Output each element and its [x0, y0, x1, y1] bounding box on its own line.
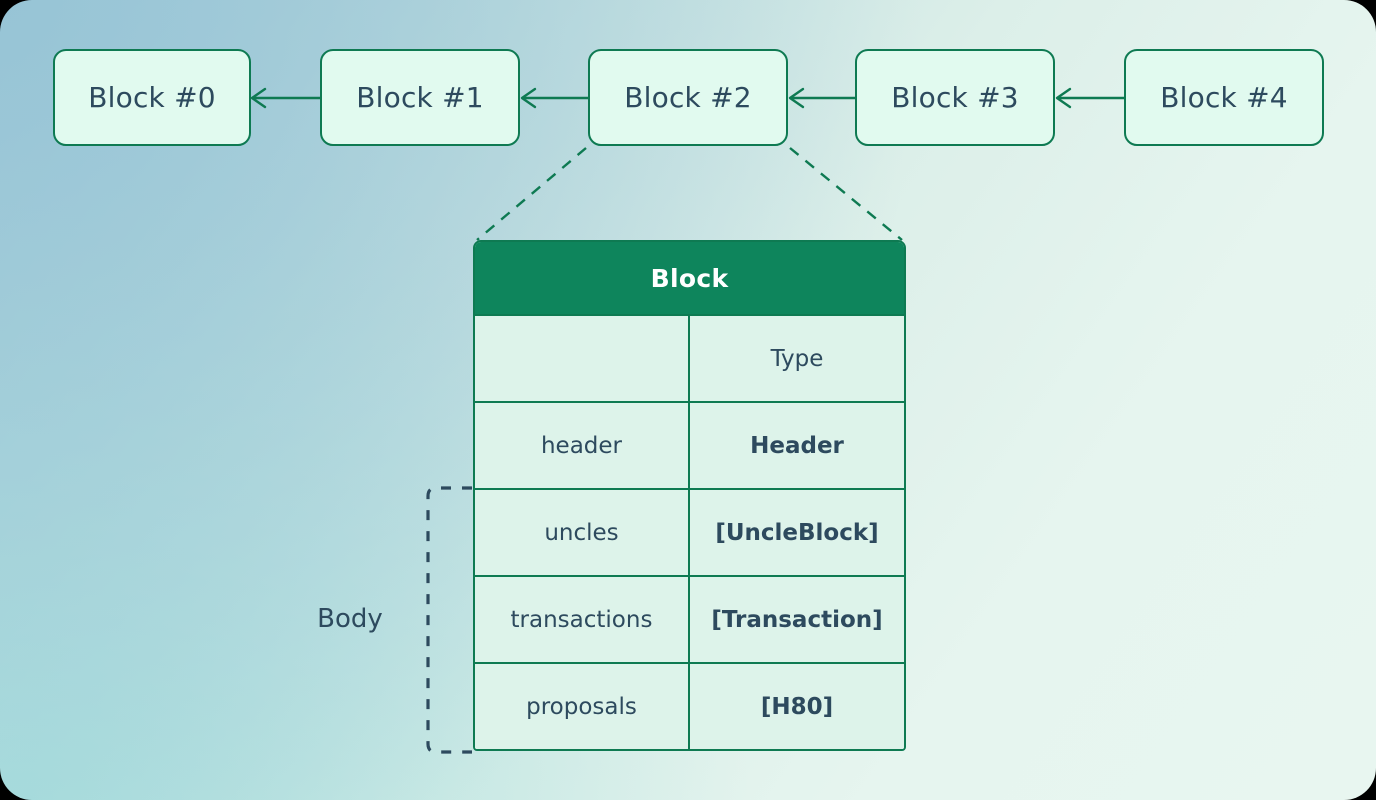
chain-block-4[interactable]: Block #4	[1124, 49, 1324, 146]
arrow-block4-to-block3	[1055, 87, 1124, 109]
arrow-block2-to-block1	[520, 87, 588, 109]
leader-line-left	[476, 147, 587, 241]
chain-block-label: Block #1	[356, 81, 484, 114]
chain-block-1[interactable]: Block #1	[320, 49, 520, 146]
body-bracket	[426, 486, 472, 754]
field-type-header-cell: Type	[690, 316, 904, 401]
struct-table-title: Block	[475, 242, 904, 314]
field-name-cell: transactions	[475, 577, 690, 662]
table-row: header Header	[475, 401, 904, 488]
chain-block-3[interactable]: Block #3	[855, 49, 1055, 146]
field-name-cell	[475, 316, 690, 401]
block-struct-table: Block Type header Header uncles [UncleBl…	[473, 240, 906, 751]
table-row: transactions [Transaction]	[475, 575, 904, 662]
body-bracket-label: Body	[317, 604, 383, 634]
chain-block-0[interactable]: Block #0	[53, 49, 251, 146]
arrow-block1-to-block0	[250, 87, 320, 109]
table-row: uncles [UncleBlock]	[475, 488, 904, 575]
field-type-cell: Header	[690, 403, 904, 488]
chain-block-label: Block #4	[1160, 81, 1288, 114]
field-type-cell: [UncleBlock]	[690, 490, 904, 575]
table-row-header-labels: Type	[475, 314, 904, 401]
field-name-cell: proposals	[475, 664, 690, 749]
arrow-block3-to-block2	[788, 87, 855, 109]
field-type-cell: [Transaction]	[690, 577, 904, 662]
chain-block-2[interactable]: Block #2	[588, 49, 788, 146]
leader-line-right	[789, 147, 903, 241]
table-row: proposals [H80]	[475, 662, 904, 749]
chain-block-label: Block #0	[88, 81, 216, 114]
field-name-cell: header	[475, 403, 690, 488]
chain-block-label: Block #3	[891, 81, 1019, 114]
field-name-cell: uncles	[475, 490, 690, 575]
chain-block-label: Block #2	[624, 81, 752, 114]
field-type-cell: [H80]	[690, 664, 904, 749]
